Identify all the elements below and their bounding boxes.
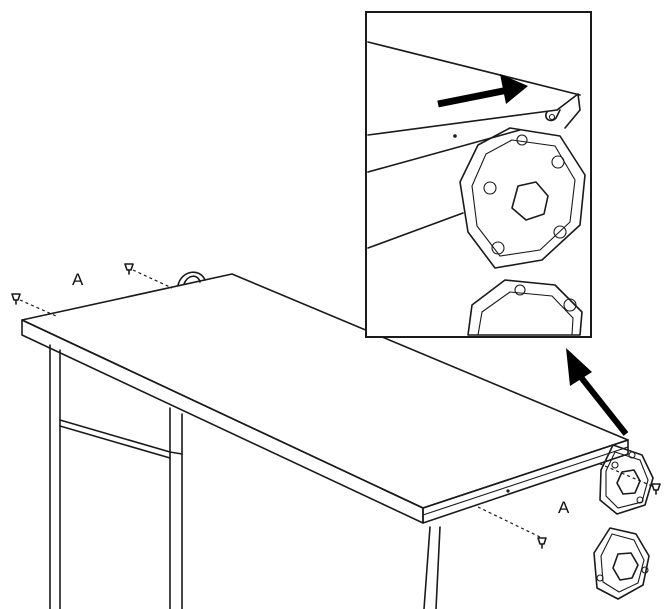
bracket-lower — [593, 527, 650, 600]
arrow-to-detail — [566, 348, 629, 436]
cable-coil — [177, 271, 206, 286]
desk-pedestal — [49, 344, 441, 609]
bracket-upper — [599, 444, 654, 515]
screw-right-2-guide — [477, 506, 541, 538]
detail-inset — [365, 11, 592, 338]
screw-right-1 — [651, 483, 661, 495]
desk-top — [21, 273, 629, 524]
detail-hole — [453, 134, 457, 138]
screw-left-2-guide — [132, 269, 173, 289]
screw-label-right: A — [558, 498, 570, 517]
pre-drilled-hole — [506, 489, 510, 493]
screw-label-left: A — [72, 270, 84, 289]
screw-left-1 — [11, 293, 21, 305]
screw-right-2 — [537, 537, 547, 549]
screw-left-2 — [124, 263, 134, 275]
screw-left-1-guide — [19, 299, 57, 317]
screw-right-1-guide — [597, 462, 653, 487]
